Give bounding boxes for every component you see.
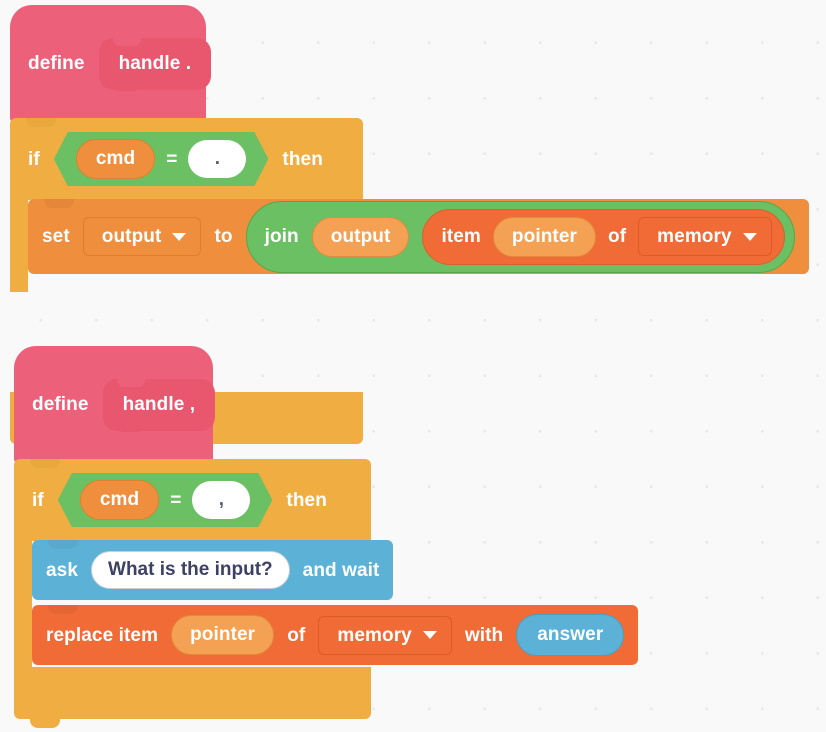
with-label: with (464, 624, 504, 646)
equals-sign-label: = (166, 148, 178, 170)
join-label: join (264, 226, 299, 247)
replace-item-label: replace item (46, 624, 159, 646)
if-block-handle-comma[interactable]: if cmd = , then (14, 459, 371, 728)
define-hat-handle-period[interactable]: define handle . (10, 5, 212, 131)
if-block-left-arm (10, 200, 28, 292)
of-label: of (608, 226, 627, 247)
variable-output-reporter[interactable]: output (311, 216, 410, 257)
equals-sign-label: = (170, 489, 182, 511)
equals-operator-block[interactable]: cmd = , (58, 473, 273, 527)
list-memory-dropdown[interactable]: memory (318, 615, 452, 655)
variable-cmd-reporter[interactable]: cmd (80, 480, 159, 520)
variable-pointer-label: pointer (190, 624, 256, 645)
chevron-down-icon (422, 631, 437, 639)
if-block-header[interactable]: if cmd = , then (14, 459, 371, 541)
list-memory-label: memory (337, 624, 412, 646)
if-block-footer[interactable] (14, 667, 371, 728)
chevron-down-icon (172, 232, 187, 241)
item-of-list-block[interactable]: item pointer of memory (422, 208, 785, 265)
variable-pointer-reporter[interactable]: pointer (171, 615, 275, 655)
ask-label: ask (46, 559, 79, 581)
variable-cmd-label: cmd (95, 148, 136, 169)
and-wait-label: and wait (302, 559, 380, 581)
procedure-name-label: handle , (122, 393, 196, 415)
if-label: if (28, 148, 40, 170)
set-label: set (42, 226, 70, 247)
then-label: then (286, 489, 327, 511)
ask-and-wait-block[interactable]: ask What is the input? and wait (32, 540, 394, 600)
answer-label: answer (537, 624, 604, 645)
equals-right-input[interactable]: . (188, 140, 246, 178)
define-keyword-label: define (28, 53, 85, 74)
equals-right-input[interactable]: , (192, 481, 250, 519)
set-variable-dropdown[interactable]: output (82, 217, 202, 256)
ask-question-input[interactable]: What is the input? (91, 551, 290, 589)
answer-reporter[interactable]: answer (516, 614, 625, 656)
join-operator-block[interactable]: join output item pointer of memory (245, 200, 795, 273)
set-variable-block[interactable]: set output to join output item pointer o… (28, 199, 809, 274)
procedure-prototype-handle-comma[interactable]: handle , (102, 377, 216, 432)
if-label: if (32, 489, 44, 511)
equals-right-value: , (218, 489, 225, 510)
then-label: then (282, 148, 323, 170)
variable-output-label: output (330, 225, 391, 247)
variable-pointer-reporter[interactable]: pointer (492, 216, 597, 257)
equals-right-value: . (214, 148, 221, 169)
if-block-header[interactable]: if cmd = . then (10, 118, 363, 200)
item-label: item (441, 226, 481, 247)
variable-cmd-reporter[interactable]: cmd (76, 139, 155, 179)
variable-pointer-label: pointer (511, 225, 578, 247)
chevron-down-icon (742, 232, 757, 241)
list-memory-label: memory (657, 226, 732, 247)
to-label: to (214, 226, 233, 247)
if-block-left-arm (14, 541, 32, 669)
equals-operator-block[interactable]: cmd = . (54, 132, 269, 186)
of-label: of (287, 624, 306, 646)
define-hat-handle-comma[interactable]: define handle , (14, 346, 216, 472)
set-variable-name: output (101, 226, 162, 247)
variable-cmd-label: cmd (99, 489, 140, 510)
list-memory-dropdown[interactable]: memory (638, 217, 772, 256)
procedure-name-label: handle . (118, 52, 192, 74)
replace-item-block[interactable]: replace item pointer of memory with answ… (32, 605, 639, 665)
ask-question-value: What is the input? (108, 559, 273, 580)
define-keyword-label: define (32, 394, 89, 415)
procedure-prototype-handle-period[interactable]: handle . (98, 36, 212, 91)
